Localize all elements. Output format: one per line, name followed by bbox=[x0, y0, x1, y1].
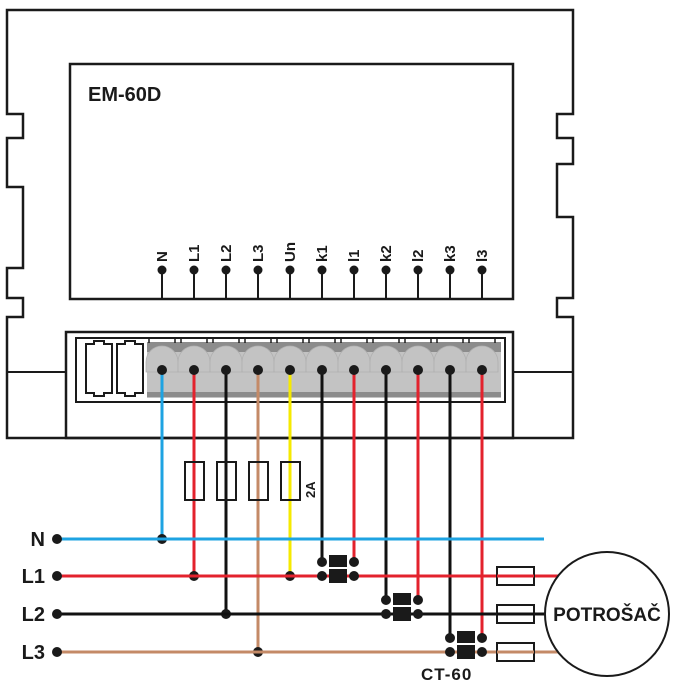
terminal-spacer-2 bbox=[116, 340, 144, 397]
pin-label-l1: l1 bbox=[346, 249, 363, 262]
ct-terminal-dot bbox=[381, 595, 391, 605]
ct-terminal-dot bbox=[349, 571, 359, 581]
terminal-strip bbox=[145, 338, 501, 398]
ct-core-bottom bbox=[457, 645, 475, 659]
pin-dot bbox=[253, 265, 263, 275]
fuse bbox=[216, 461, 237, 501]
pin-dot bbox=[157, 265, 167, 275]
ct-terminal-dot bbox=[477, 647, 487, 657]
terminal-screw-dot bbox=[221, 365, 231, 375]
pin-dot bbox=[477, 265, 487, 275]
supply-terminal-dot bbox=[52, 647, 62, 657]
ct-terminal-dot bbox=[317, 557, 327, 567]
supply-label-l2: L2 bbox=[22, 604, 45, 626]
terminal-screw-dot bbox=[157, 365, 167, 375]
pin-dot bbox=[317, 265, 327, 275]
terminal-screw-dot bbox=[317, 365, 327, 375]
supply-label-n: N bbox=[31, 529, 45, 551]
pin-label-l3: L3 bbox=[250, 244, 267, 262]
ct-terminal-dot bbox=[413, 595, 423, 605]
terminal-screw-dot bbox=[253, 365, 263, 375]
ct-core-bottom bbox=[329, 569, 347, 583]
terminal-spacer-1 bbox=[85, 340, 113, 397]
pin-label-l2: l2 bbox=[410, 249, 427, 262]
terminal-screw-dot bbox=[413, 365, 423, 375]
pin-label-un: Un bbox=[282, 242, 299, 262]
pin-label-k2: k2 bbox=[378, 245, 395, 262]
ct-core-top bbox=[329, 555, 347, 567]
fuse-rating-label: 2A bbox=[303, 481, 318, 498]
ct-terminal-dot bbox=[445, 647, 455, 657]
terminal-screw-dot bbox=[477, 365, 487, 375]
ct-terminal-dot bbox=[317, 571, 327, 581]
fuse bbox=[248, 461, 269, 501]
pin-dot bbox=[221, 265, 231, 275]
pin-label-l1: L1 bbox=[186, 244, 203, 262]
current-transformers bbox=[317, 555, 487, 659]
load-label: POTROŠAČ bbox=[553, 604, 661, 626]
pin-label-k3: k3 bbox=[442, 245, 459, 262]
pin-label-n: N bbox=[154, 251, 171, 262]
ct-terminal-dot bbox=[445, 633, 455, 643]
pin-dot bbox=[445, 265, 455, 275]
fuse-group bbox=[184, 461, 301, 501]
fuse bbox=[184, 461, 205, 501]
terminal-pin-labels: N L1 L2 L3 Un k1 l1 k2 l2 k3 l3 bbox=[154, 242, 491, 298]
pin-dot bbox=[381, 265, 391, 275]
device-housing bbox=[5, 8, 575, 440]
ct-core-bottom bbox=[393, 607, 411, 621]
supply-terminal-dot bbox=[52, 609, 62, 619]
terminal-screw-dot bbox=[445, 365, 455, 375]
terminal-screw-dot bbox=[349, 365, 359, 375]
ct-core-top bbox=[393, 593, 411, 605]
supply-terminal-dot bbox=[52, 534, 62, 544]
front-panel bbox=[68, 62, 515, 301]
fuse bbox=[280, 461, 301, 501]
supply-label-l3: L3 bbox=[22, 642, 45, 664]
ct-core-top bbox=[457, 631, 475, 643]
ct-terminal-dot bbox=[413, 609, 423, 619]
terminal-screw-dot bbox=[189, 365, 199, 375]
terminal-strip-bottom-band bbox=[147, 392, 501, 397]
pin-label-l3: l3 bbox=[474, 249, 491, 262]
supply-label-l1: L1 bbox=[22, 566, 45, 588]
load-group: POTROŠAČ bbox=[496, 551, 670, 677]
load-circle bbox=[544, 551, 670, 677]
terminal-screw-dot bbox=[381, 365, 391, 375]
ct-terminal-dot bbox=[381, 609, 391, 619]
ct-label: CT-60 bbox=[421, 665, 472, 684]
device-model-label: EM-60D bbox=[88, 84, 161, 106]
pin-label-k1: k1 bbox=[314, 245, 331, 262]
ct-terminal-dot bbox=[477, 633, 487, 643]
ct-terminal-dot bbox=[349, 557, 359, 567]
pin-dot bbox=[413, 265, 423, 275]
pin-dot bbox=[189, 265, 199, 275]
terminal-screw-dot bbox=[285, 365, 295, 375]
pin-label-l2: L2 bbox=[218, 244, 235, 262]
wires bbox=[157, 365, 487, 657]
pin-dot bbox=[349, 265, 359, 275]
supply-terminal-dot bbox=[52, 571, 62, 581]
pin-dot bbox=[285, 265, 295, 275]
terminal-screw-arch bbox=[465, 345, 499, 373]
